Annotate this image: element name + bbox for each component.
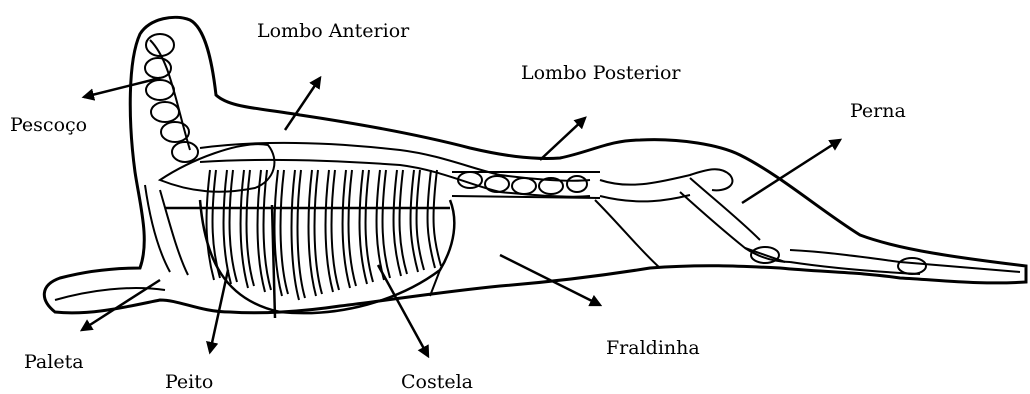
- rib: [428, 170, 441, 268]
- arrow-perna: [742, 140, 840, 203]
- arrow-costela: [378, 265, 428, 356]
- rib: [394, 170, 407, 276]
- rib: [275, 170, 288, 296]
- label-costela: Costela: [401, 373, 473, 392]
- rib: [411, 170, 424, 272]
- label-paleta: Paleta: [24, 353, 84, 372]
- cut-lines: [55, 200, 660, 300]
- label-peito: Peito: [165, 373, 213, 392]
- rib: [207, 170, 220, 280]
- rib: [343, 170, 356, 288]
- arrow-pescoco: [84, 78, 160, 97]
- label-lombo-anterior: Lombo Anterior: [257, 22, 409, 41]
- rib: [224, 170, 237, 284]
- rib: [258, 170, 271, 292]
- label-perna: Perna: [850, 102, 906, 121]
- label-pescoco: Pescoço: [10, 116, 87, 135]
- arrow-fraldinha: [500, 255, 600, 305]
- label-fraldinha: Fraldinha: [606, 339, 700, 358]
- rib: [326, 170, 339, 292]
- rib: [309, 170, 322, 296]
- cervical-vertebrae: [145, 34, 198, 162]
- rib: [292, 170, 305, 300]
- label-lombo-posterior: Lombo Posterior: [521, 64, 680, 83]
- rib: [360, 170, 373, 284]
- pointer-arrows: [82, 78, 840, 356]
- ribs: [207, 170, 441, 300]
- rib: [377, 170, 390, 280]
- arrow-lombo-anterior: [285, 78, 320, 130]
